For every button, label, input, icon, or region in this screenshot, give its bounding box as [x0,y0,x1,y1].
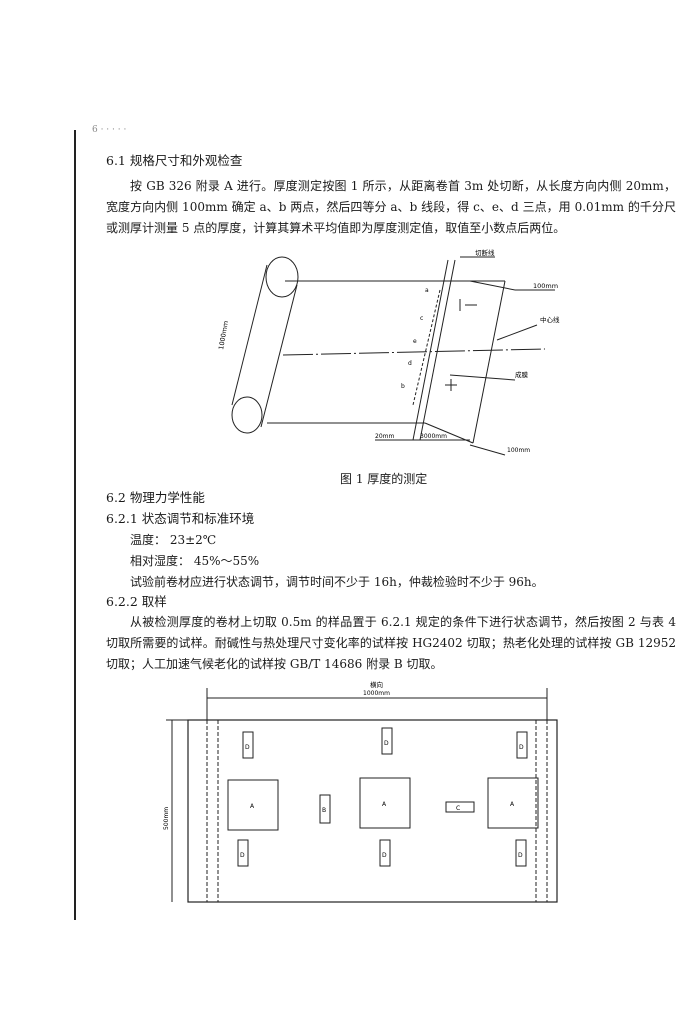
label-width: 1000mm [217,320,230,350]
label-cut-line: 切断线 [475,248,495,257]
specimen-a-1: A [250,803,255,810]
point-b: b [401,383,405,390]
temperature-line: 温度： 23±2℃ [130,533,217,547]
section-6-1-paragraph: 按 GB 326 附录 A 进行。厚度测定按图 1 所示，从距离卷首 3m 处切… [106,179,676,235]
specimen-d-3: D [519,744,524,751]
label-20mm: 20mm [375,433,394,440]
specimen-a-2: A [382,801,387,808]
label-sheet: 成膜 [515,370,529,379]
point-c: c [420,315,423,322]
figure-2-specimen-layout: 横向 1000mm 500mm D D D D D D A A A B C [163,680,558,903]
specimen-d-1: D [245,744,250,751]
binding-margin-line [74,130,76,920]
section-6-2-1-paragraph: 试验前卷材应进行状态调节，调节时间不少于 16h，仲裁检验时不少于 96h。 [130,575,544,589]
section-6-2-2-title: 6.2.2 取样 [106,594,167,609]
section-6-2-1-title: 6.2.1 状态调节和标准环境 [106,511,255,526]
label-center-line: 中心线 [540,315,560,324]
section-6-2-2-paragraph: 从被检测厚度的卷材上切取 0.5m 的样品置于 6.2.1 规定的条件下进行状态… [106,615,676,671]
specimen-d-4: D [240,852,245,859]
header-fragment: 6 · · · · · [92,125,127,135]
specimen-d-5: D [382,852,387,859]
humidity-line: 相对湿度： 45%～55% [130,554,260,568]
point-e: e [413,338,417,345]
specimen-a-3: A [510,801,515,808]
label-3000mm: 3000mm [420,433,447,440]
point-d: d [408,360,412,367]
roll-bottom-ellipse [231,396,263,434]
section-6-2-title: 6.2 物理力学性能 [106,490,205,505]
specimen-d-2: D [384,740,389,747]
label-length-title: 横向 [370,680,383,689]
figure-1-caption: 图 1 厚度的测定 [340,472,428,486]
specimen-d-6: D [518,852,523,859]
figure-1-thickness-diagram: 切断线 100mm 中心线 成膜 1000mm 20mm 3000mm 100m… [217,248,560,456]
roll-top-ellipse [265,256,299,298]
label-100mm-bottom: 100mm [507,447,530,454]
section-6-1-title: 6.1 规格尺寸和外观检查 [106,153,243,168]
specimen-c: C [456,805,460,812]
label-100mm-top: 100mm [533,282,558,290]
label-height: 500mm [163,807,170,830]
label-length: 1000mm [363,690,390,697]
specimen-b: B [322,807,326,814]
point-a: a [425,287,429,294]
